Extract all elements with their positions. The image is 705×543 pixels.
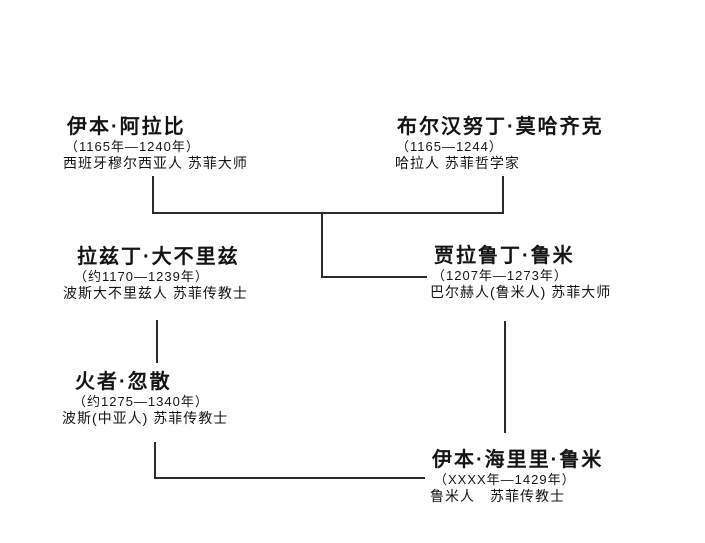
connector-rumi-to-ibn-khalili	[504, 321, 506, 433]
person-dates: （约1170—1239年）	[74, 269, 209, 284]
person-name: 拉兹丁·大不里兹	[77, 246, 240, 268]
person-desc: 哈拉人 苏菲哲学家	[395, 155, 520, 171]
connector-to-rumi	[321, 276, 427, 278]
person-name: 伊本·海里里·鲁米	[432, 449, 604, 471]
person-block-razidin-tabriz: 拉兹丁·大不里兹 （约1170—1239年） 波斯大不里兹人 苏菲传教士	[63, 245, 248, 302]
person-dates: （1165—1244）	[396, 139, 503, 154]
person-block-huozhe-husan: 火者·忽散 （约1275—1340年） 波斯(中亚人) 苏菲传教士	[62, 370, 228, 427]
person-desc: 巴尔赫人(鲁米人) 苏菲大师	[430, 284, 612, 300]
person-desc: 鲁米人 苏菲传教士	[430, 488, 565, 504]
person-block-ibn-arabi: 伊本·阿拉比 （1165年—1240年） 西班牙穆尔西亚人 苏菲大师	[63, 115, 248, 172]
connector-ibn-arabi-drop	[152, 176, 154, 214]
person-name: 贾拉鲁丁·鲁米	[434, 245, 575, 267]
person-desc: 波斯大不里兹人 苏菲传教士	[63, 285, 248, 301]
person-block-ibn-khalili-rumi: 伊本·海里里·鲁米 （XXXX年—1429年） 鲁米人 苏菲传教士	[430, 448, 603, 505]
connector-mid-drop	[321, 212, 323, 278]
person-desc: 波斯(中亚人) 苏菲传教士	[62, 410, 229, 426]
connector-huozhe-drop	[154, 442, 156, 479]
person-name: 伊本·阿拉比	[67, 116, 186, 138]
connector-top-joining-bar	[152, 212, 504, 214]
person-dates: （1165年—1240年）	[65, 139, 200, 154]
person-block-jalaluddin-rumi: 贾拉鲁丁·鲁米 （1207年—1273年） 巴尔赫人(鲁米人) 苏菲大师	[430, 244, 611, 301]
connector-razidin-to-huozhe	[156, 320, 158, 363]
person-name: 布尔汉努丁·莫哈齐克	[397, 116, 604, 138]
person-dates: （约1275—1340年）	[73, 394, 209, 409]
person-name: 火者·忽散	[75, 371, 172, 393]
person-dates: （1207年—1273年）	[432, 268, 568, 283]
person-desc: 西班牙穆尔西亚人 苏菲大师	[63, 155, 248, 171]
person-block-burhanuddin-mohaqiq: 布尔汉努丁·莫哈齐克 （1165—1244） 哈拉人 苏菲哲学家	[395, 115, 604, 172]
connector-burhanuddin-drop	[502, 176, 504, 214]
connector-to-ibn-khalili	[154, 477, 425, 479]
person-dates: （XXXX年—1429年）	[434, 472, 576, 487]
